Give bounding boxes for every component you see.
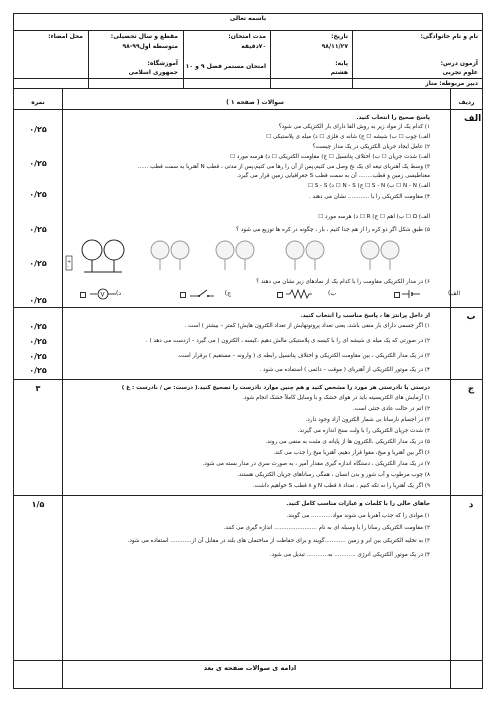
exam-title: امتحان مستمر فصل ۹ و ۱۰ xyxy=(185,63,266,70)
symbol-option-jim: ج) xyxy=(224,290,231,297)
continue-note: ادامه ی سوالات صفحه ی بعد xyxy=(203,664,297,672)
subject-value: علوم تجربی xyxy=(442,69,478,76)
score-a5: ۰/۲۵ xyxy=(29,259,47,268)
option-d-spheres xyxy=(150,240,190,270)
question-a3-cont: مغناطیسی زمین و قطب........ آن به سمت قط… xyxy=(236,173,430,179)
symbol-option-be: ب) xyxy=(328,290,336,297)
section-letter-be: ب xyxy=(466,312,476,322)
row-header: ردیف xyxy=(458,99,475,106)
blank-d2: ۲) مقاومت الکتریکی رسانا را با وسیله ای … xyxy=(223,525,430,531)
switch-symbol xyxy=(190,289,214,297)
question-b1: ۱) اگر جسمی دارای بار منفی باشد، یعنی تع… xyxy=(184,323,430,329)
duration-value: ۷۰دقیقه xyxy=(241,43,266,50)
basmala: باسمه تعالی xyxy=(229,15,267,22)
options-a4: الف) Ω ☐ ب) اهم ☐ ج) R ☐ د) هرسه مورد ☐ xyxy=(318,214,430,220)
section-letter-dal: د xyxy=(468,500,474,510)
section-title-alef: پاسخ صحیح را انتخاب کنید. xyxy=(356,115,430,121)
page-frame xyxy=(13,13,483,689)
voltmeter-letter: V xyxy=(101,293,105,299)
statement-c7: ۷) در یک مدار الکتریکی ، دستگاه اندازه گ… xyxy=(202,461,430,467)
question-a5: ۵) طبق شکل اگر دو کره را از هم جدا کنیم … xyxy=(236,227,430,233)
score-a2: ۰/۲۵ xyxy=(29,159,47,168)
teacher-label: دبیر مربوطه: مناز xyxy=(425,80,478,87)
score-header: نمره xyxy=(31,99,45,106)
statement-c2: ۲) اتم در حالت عادی خنثی است. xyxy=(352,406,430,412)
score-a1: ۰/۲۵ xyxy=(29,125,47,134)
options-a2: الف) شدت جریان ☐ ب) اختلاف پتانسیل ☐ ج) … xyxy=(230,154,430,160)
question-b4: ۴) در یک موتور الکتریکی از آهنربای ( موق… xyxy=(259,367,430,373)
base-label: پایه: xyxy=(335,60,348,67)
signature-label: محل امضاء: xyxy=(48,33,83,40)
section-title-dal: جاهای خالی را با کلمات و عبارات مناسب کا… xyxy=(286,501,430,507)
grade-label: مقطع و سال تحصیلی: xyxy=(110,33,178,40)
date-value: ۹۸/۱۱/۲۷ xyxy=(321,43,348,50)
score-section-dal: ۱/۵ xyxy=(31,500,45,509)
section-letter-jim: ج xyxy=(467,384,475,394)
score-b1: ۰/۲۵ xyxy=(29,322,47,331)
spheres-figure: + - xyxy=(65,239,400,273)
option-a-spheres xyxy=(360,240,400,270)
statement-c8: ۸) چوب مرطوب و آب شور و بدن انسان ، همگی… xyxy=(237,472,430,478)
score-b4: ۰/۲۵ xyxy=(29,366,47,375)
source-spheres: + - xyxy=(65,239,125,273)
score-a6: ۰/۲۵ xyxy=(29,296,47,305)
name-label: نام و نام خانوادگی: xyxy=(420,33,479,40)
date-label: تاریخ: xyxy=(331,33,348,40)
question-b2: ۲) در صورتی که یک میله ی شیشه ای را با ک… xyxy=(145,338,430,344)
battery-symbol xyxy=(402,290,420,298)
checkbox-be[interactable] xyxy=(277,292,283,298)
institution-value: جمهوری اسلامی xyxy=(128,69,178,76)
duration-label: مدت امتحان: xyxy=(228,33,266,40)
subject-label: آزمون درس: xyxy=(440,60,478,67)
statement-c4: ۴) شدت جریان الکتریکی را با ولت سنج اندا… xyxy=(297,428,430,434)
checkbox-jim[interactable] xyxy=(180,292,186,298)
resistor-symbol xyxy=(286,288,312,300)
section-title-be: از داخل پرانتز ها ، پاسخ مناسب را انتخاب… xyxy=(300,313,430,319)
svg-text:-: - xyxy=(67,264,69,270)
voltmeter-symbol: V xyxy=(90,288,116,300)
statement-c6: ۶) اگر بین آهنربا و میخ، مقوا قرار دهیم،… xyxy=(273,450,430,456)
option-c-spheres xyxy=(215,240,255,270)
score-section-jim: ۳ xyxy=(35,384,41,393)
option-b-spheres xyxy=(285,240,325,270)
blank-d1: ۱) موادی را که جذب آهنربا می شوند مواد..… xyxy=(286,513,430,519)
institution-label: آموزشگاه: xyxy=(147,60,178,67)
score-b2: ۰/۲۵ xyxy=(29,337,47,346)
base-value: هشتم xyxy=(330,69,348,76)
question-a4: ۴) مقاومت الکتریکی را با ............ نش… xyxy=(308,194,430,200)
options-a1: الف) چوب ☐ ب) شیشه ☐ ج) شانه ی فلزی ☐ د)… xyxy=(266,134,430,140)
question-a6: ۶) در مدار الکتریکی مقاومت را با کدام یک… xyxy=(256,279,430,285)
question-b3: ۳) در یک مدار الکتریکی ، بین مقاومت الکت… xyxy=(177,353,430,359)
checkbox-dal[interactable] xyxy=(80,292,86,298)
grade-value: متوسطه اول۹۹-۹۸ xyxy=(122,43,178,50)
statement-c9: ۹) اگر یک آهنربا را نه تکه کنیم ، تعداد … xyxy=(252,483,430,489)
symbol-option-alef: الف) xyxy=(447,290,460,297)
svg-text:+: + xyxy=(67,259,71,265)
checkbox-alef[interactable] xyxy=(394,292,400,298)
section-title-jim: درستی یا نادرستی هر مورد را مشخص کنید و … xyxy=(121,385,430,391)
blank-d4: ۴) در یک موتور الکتریکی انرژی ..........… xyxy=(269,552,430,558)
question-a1: ۱) کدام یک از مواد زیر به روش القا دارای… xyxy=(278,124,430,130)
score-b3: ۰/۲۵ xyxy=(29,352,47,361)
question-a3: ۳) وسط یک آهنربای تیغه ای یک نخ وصل می ک… xyxy=(137,164,430,170)
score-a3: ۰/۲۵ xyxy=(29,190,47,199)
statement-c5: ۵) در یک مدار الکتریکی ،الکترون ها از پا… xyxy=(265,439,431,445)
symbol-option-dal: د) xyxy=(115,290,121,297)
question-a2: ۲) عامل ایجاد جریان الکتریکی در یک مدار … xyxy=(312,144,431,150)
section-letter-alef: الف xyxy=(464,114,482,124)
options-a3: الف) N - N ☐ ب) S - N ☐ ج) N - S ☐ د) S … xyxy=(307,183,430,189)
questions-header: سوالات ( صفحه ۱ ) xyxy=(226,99,284,106)
blank-d3: ۳) به تخلیه الکتریکی بین ابر و زمین ....… xyxy=(127,538,430,544)
score-a4: ۰/۲۵ xyxy=(29,225,47,234)
statement-c3: ۳) در اجسام نارسانا بی شمار الکترون آزاد… xyxy=(305,417,430,423)
statement-c1: ۱) آزمایش های الکتریسیته باید در هوای خش… xyxy=(242,395,430,401)
